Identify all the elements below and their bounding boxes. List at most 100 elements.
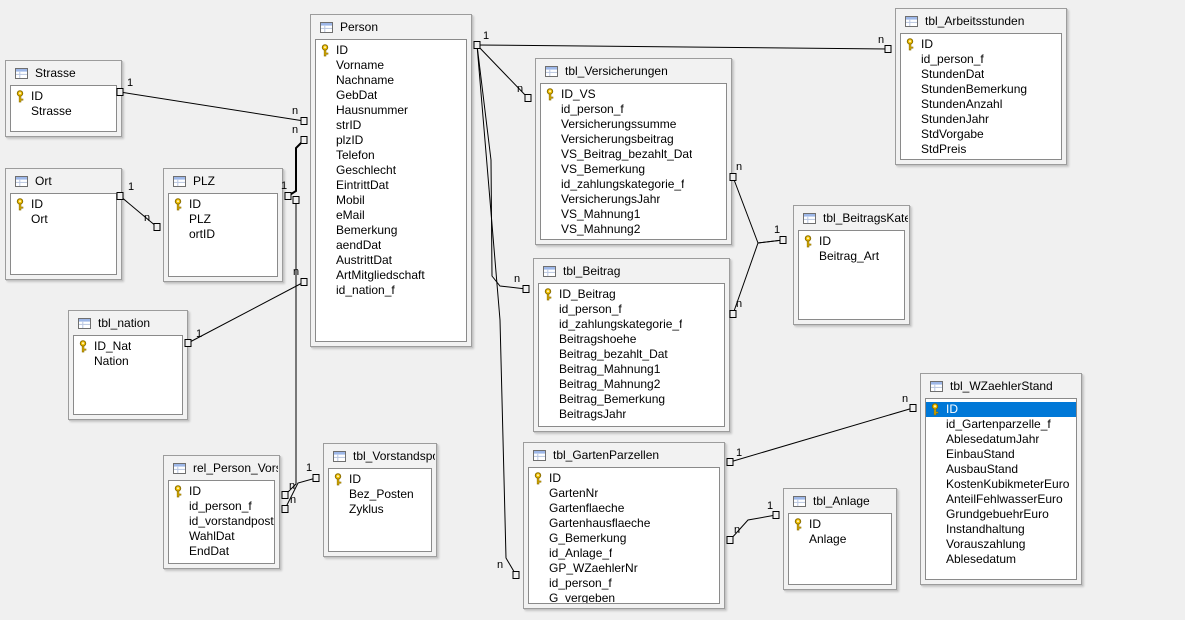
field-row-tbl_Arbeitsstunden-id_person_f[interactable]: id_person_f (901, 52, 1061, 67)
field-row-Person-Geschlecht[interactable]: Geschlecht (316, 163, 466, 178)
relationship-line-tbl_BeitragsKateg-tbl_Beitrag[interactable] (732, 239, 784, 315)
field-row-tbl_Beitrag-Beitrag_Bemerkung[interactable]: Beitrag_Bemerkung (539, 392, 724, 407)
field-row-tbl_GartenParzellen-Gartenflaeche[interactable]: Gartenflaeche (529, 501, 719, 516)
relationship-line-tbl_Vorstandspos-rel_Person_Vorsta[interactable] (284, 477, 317, 510)
field-row-rel_Person_Vorsta-WahlDat[interactable]: WahlDat (169, 529, 274, 544)
relationship-line-tbl_nation-Person[interactable] (187, 281, 305, 344)
relationship-line-PLZ-Person[interactable] (287, 139, 305, 197)
field-row-tbl_GartenParzellen-G_vergeben[interactable]: G_vergeben (529, 591, 719, 603)
field-row-Person-plzID[interactable]: plzID (316, 133, 466, 148)
field-row-tbl_GartenParzellen-id_Anlage_f[interactable]: id_Anlage_f (529, 546, 719, 561)
field-row-rel_Person_Vorsta-ID[interactable]: ID (169, 484, 274, 499)
field-row-Person-ArtMitgliedschaft[interactable]: ArtMitgliedschaft (316, 268, 466, 283)
field-row-tbl_Arbeitsstunden-ID[interactable]: ID (901, 37, 1061, 52)
field-row-tbl_Versicherungen-VersicherungsJahr[interactable]: VersicherungsJahr (541, 192, 726, 207)
field-row-tbl_WZaehlerStand-id_Gartenparzelle_f[interactable]: id_Gartenparzelle_f (926, 417, 1076, 432)
field-row-tbl_Beitrag-Beitrag_bezahlt_Dat[interactable]: Beitrag_bezahlt_Dat (539, 347, 724, 362)
field-row-Person-GebDat[interactable]: GebDat (316, 88, 466, 103)
field-row-tbl_Arbeitsstunden-StundenDat[interactable]: StundenDat (901, 67, 1061, 82)
field-row-rel_Person_Vorsta-EndDat[interactable]: EndDat (169, 544, 274, 559)
relationship-line-Person-tbl_GartenParzellen[interactable] (476, 44, 517, 576)
field-row-tbl_Versicherungen-Versicherungsbeitrag[interactable]: Versicherungsbeitrag (541, 132, 726, 147)
field-row-tbl_Versicherungen-Versicherungssumme[interactable]: Versicherungssumme (541, 117, 726, 132)
field-row-Person-strID[interactable]: strID (316, 118, 466, 133)
field-row-tbl_WZaehlerStand-ID[interactable]: ID (926, 402, 1076, 417)
field-row-tbl_WZaehlerStand-AnteilFehlwasserEuro[interactable]: AnteilFehlwasserEuro (926, 492, 1076, 507)
field-row-tbl_nation-Nation[interactable]: Nation (74, 354, 182, 369)
table-title-bar[interactable]: tbl_WZaehlerStand (921, 374, 1080, 398)
table-title-bar[interactable]: tbl_nation (69, 311, 186, 335)
field-row-tbl_WZaehlerStand-EinbauStand[interactable]: EinbauStand (926, 447, 1076, 462)
field-row-Person-Vorname[interactable]: Vorname (316, 58, 466, 73)
field-row-tbl_Arbeitsstunden-StdVorgabe[interactable]: StdVorgabe (901, 127, 1061, 142)
field-row-tbl_Anlage-ID[interactable]: ID (789, 517, 891, 532)
relationship-line-tbl_GartenParzellen-tbl_WZaehlerStand[interactable] (729, 407, 914, 463)
field-row-tbl_Versicherungen-ID_VS[interactable]: ID_VS (541, 87, 726, 102)
relationship-line-Person-tbl_Arbeitsstunden[interactable] (476, 44, 889, 50)
field-row-tbl_Versicherungen-id_zahlungskategorie_f[interactable]: id_zahlungskategorie_f (541, 177, 726, 192)
field-row-tbl_WZaehlerStand-AusbauStand[interactable]: AusbauStand (926, 462, 1076, 477)
relationship-line-Ort-PLZ[interactable] (119, 195, 158, 228)
field-row-Strasse-Strasse[interactable]: Strasse (11, 104, 116, 119)
field-row-tbl_WZaehlerStand-GrundgebuehrEuro[interactable]: GrundgebuehrEuro (926, 507, 1076, 522)
field-row-Person-Mobil[interactable]: Mobil (316, 193, 466, 208)
field-row-Person-eMail[interactable]: eMail (316, 208, 466, 223)
field-row-Person-Bemerkung[interactable]: Bemerkung (316, 223, 466, 238)
field-row-tbl_GartenParzellen-G_Bemerkung[interactable]: G_Bemerkung (529, 531, 719, 546)
field-row-Person-Nachname[interactable]: Nachname (316, 73, 466, 88)
field-row-tbl_Anlage-Anlage[interactable]: Anlage (789, 532, 891, 547)
field-row-tbl_Beitrag-Beitrag_Mahnung2[interactable]: Beitrag_Mahnung2 (539, 377, 724, 392)
table-title-bar[interactable]: Strasse (6, 61, 120, 85)
field-row-tbl_Beitrag-id_zahlungskategorie_f[interactable]: id_zahlungskategorie_f (539, 317, 724, 332)
field-row-tbl_WZaehlerStand-KostenKubikmeterEuro[interactable]: KostenKubikmeterEuro (926, 477, 1076, 492)
field-row-tbl_Versicherungen-VS_Bemerkung[interactable]: VS_Bemerkung (541, 162, 726, 177)
relationship-line-tbl_Anlage-tbl_GartenParzellen[interactable] (729, 514, 777, 541)
table-title-bar[interactable]: tbl_Versicherungen (536, 59, 730, 83)
table-title-bar[interactable]: tbl_GartenParzellen (524, 443, 723, 467)
table-title-bar[interactable]: PLZ (164, 169, 281, 193)
field-row-tbl_Beitrag-id_person_f[interactable]: id_person_f (539, 302, 724, 317)
field-row-tbl_GartenParzellen-GP_WZaehlerNr[interactable]: GP_WZaehlerNr (529, 561, 719, 576)
field-row-tbl_Beitrag-Beitragshoehe[interactable]: Beitragshoehe (539, 332, 724, 347)
table-title-bar[interactable]: Person (311, 15, 470, 39)
field-row-tbl_Arbeitsstunden-StundenAnzahl[interactable]: StundenAnzahl (901, 97, 1061, 112)
table-title-bar[interactable]: tbl_Arbeitsstunden (896, 9, 1065, 33)
field-row-Strasse-ID[interactable]: ID (11, 89, 116, 104)
field-row-PLZ-ortID[interactable]: ortID (169, 227, 277, 242)
field-row-Person-id_nation_f[interactable]: id_nation_f (316, 283, 466, 298)
field-row-Person-ID[interactable]: ID (316, 43, 466, 58)
field-row-tbl_Beitrag-Beitrag_Mahnung1[interactable]: Beitrag_Mahnung1 (539, 362, 724, 377)
table-title-bar[interactable]: Ort (6, 169, 120, 193)
relationship-line-Strasse-Person[interactable] (119, 91, 305, 122)
table-window-tbl_BeitragsKateg[interactable]: tbl_BeitragsKategIDBeitrag_Art (793, 205, 910, 325)
field-row-tbl_Versicherungen-VS_Mahnung2[interactable]: VS_Mahnung2 (541, 222, 726, 237)
field-row-PLZ-ID[interactable]: ID (169, 197, 277, 212)
field-row-tbl_WZaehlerStand-AblesedatumJahr[interactable]: AblesedatumJahr (926, 432, 1076, 447)
field-row-tbl_GartenParzellen-ID[interactable]: ID (529, 471, 719, 486)
field-row-rel_Person_Vorsta-id_person_f[interactable]: id_person_f (169, 499, 274, 514)
field-row-tbl_Versicherungen-VS_Beitrag_bezahlt_Dat[interactable]: VS_Beitrag_bezahlt_Dat (541, 147, 726, 162)
field-row-tbl_Arbeitsstunden-StundenBemerkung[interactable]: StundenBemerkung (901, 82, 1061, 97)
field-row-tbl_BeitragsKateg-Beitrag_Art[interactable]: Beitrag_Art (799, 249, 904, 264)
field-row-tbl_Arbeitsstunden-StundenJahr[interactable]: StundenJahr (901, 112, 1061, 127)
relationship-line-Person-tbl_Versicherungen[interactable] (476, 44, 529, 99)
table-title-bar[interactable]: tbl_Vorstandspos (324, 444, 435, 468)
field-row-tbl_Versicherungen-VS_Mahnung1[interactable]: VS_Mahnung1 (541, 207, 726, 222)
field-row-tbl_Vorstandspos-ID[interactable]: ID (329, 472, 431, 487)
relationship-line-Person-rel_Person_Vorsta[interactable] (284, 200, 297, 496)
field-row-tbl_Beitrag-BeitragsJahr[interactable]: BeitragsJahr (539, 407, 724, 422)
relationship-line-Person-tbl_Beitrag[interactable] (476, 44, 527, 290)
table-window-rel_Person_Vorsta[interactable]: rel_Person_VorstaIDid_person_fid_vorstan… (163, 455, 280, 569)
field-row-Person-EintrittDat[interactable]: EintrittDat (316, 178, 466, 193)
field-row-tbl_GartenParzellen-GartenNr[interactable]: GartenNr (529, 486, 719, 501)
